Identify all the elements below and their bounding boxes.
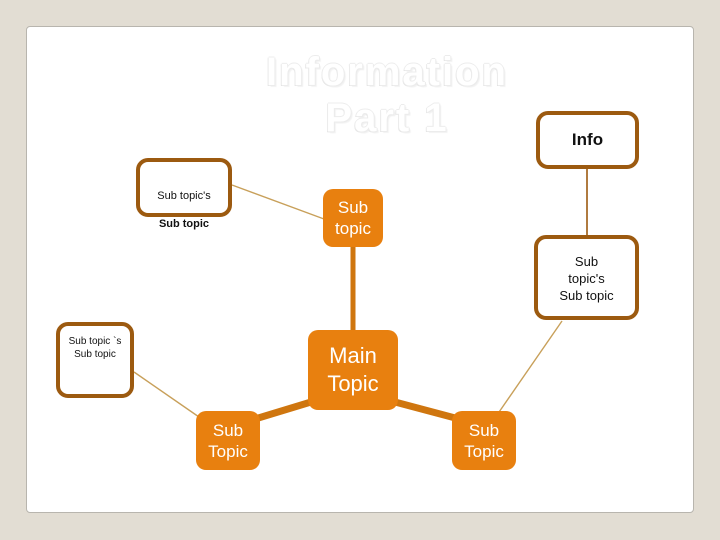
link-main-to-sub-bottom-right — [394, 398, 460, 423]
link-subtopics-right-to-sub-bottom-right — [496, 320, 563, 416]
node-subtopics-left-line2: Sub topic — [158, 218, 210, 230]
node-subtopics-left-line1: Sub topic's — [157, 190, 211, 202]
node-subtopics-leftlow-label: Sub topic `s Sub topic — [68, 336, 122, 360]
link-subtopics-leftlow-to-sub-bottom-left — [133, 371, 200, 418]
node-subtopics-leftlow[interactable]: Sub topic `s Sub topic — [56, 322, 134, 398]
node-subtopics-left[interactable]: Sub topic's Sub topic — [136, 158, 232, 230]
link-subtopics-left-to-subtopic-mid — [231, 184, 325, 220]
node-sub-topic-bottom-right-label: Sub Topic — [464, 420, 504, 461]
link-main-to-sub-bottom-left — [253, 398, 313, 423]
node-subtopic-mid[interactable]: Sub topic — [323, 189, 383, 247]
node-sub-topic-bottom-right[interactable]: Sub Topic — [452, 411, 516, 470]
node-subtopic-mid-label: Sub topic — [335, 198, 371, 238]
page-title: Information Part 1 — [266, 50, 508, 140]
slide-canvas: Information Part 1 Info Sub topic's Sub … — [26, 26, 694, 513]
node-subtopics-right-label: Sub topic's Sub topic — [559, 254, 614, 303]
node-info-label: Info — [571, 130, 604, 149]
node-sub-topic-bottom-left[interactable]: Sub Topic — [196, 411, 260, 470]
connector-lines — [133, 169, 588, 423]
node-sub-topic-bottom-left-label: Sub Topic — [208, 420, 248, 461]
node-main-topic-label: Main Topic — [327, 343, 379, 396]
node-info[interactable]: Info — [536, 111, 639, 169]
node-subtopics-left-label: Sub topic's Sub topic — [157, 175, 210, 231]
node-main-topic[interactable]: Main Topic — [308, 330, 398, 410]
node-subtopics-right[interactable]: Sub topic's Sub topic — [534, 235, 639, 320]
